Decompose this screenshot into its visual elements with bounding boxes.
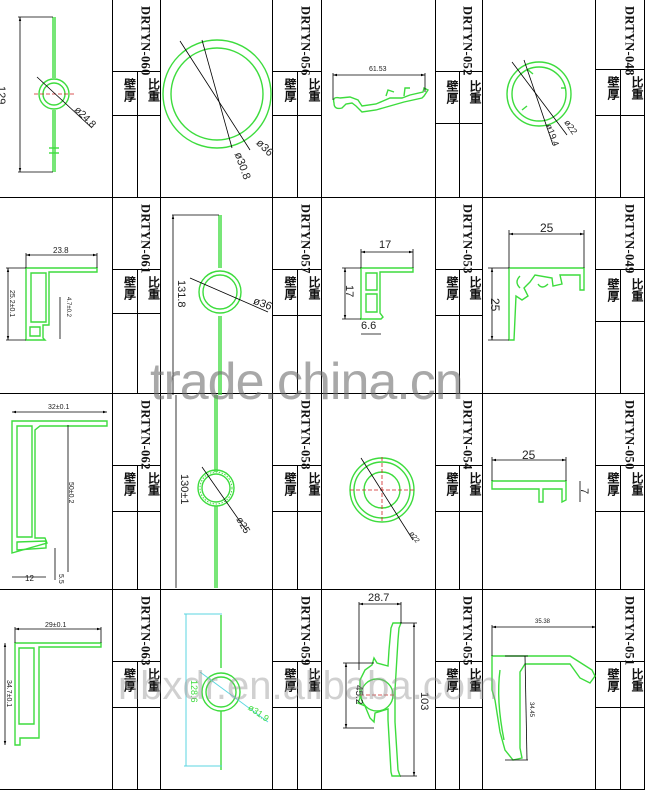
wall-label: 壁厚	[606, 76, 620, 100]
spec-cell-059: DRTYN-059 壁厚 比重	[273, 590, 322, 790]
drawing-cell-049	[483, 198, 596, 394]
spec-cell-057: DRTYN-057 壁厚 比重	[273, 198, 322, 394]
wall-label: 壁厚	[283, 78, 297, 102]
label-box: 壁厚 比重	[113, 72, 160, 116]
wall-label: 壁厚	[122, 78, 137, 102]
spec-cell-054: DRTYN-054 壁厚 比重	[436, 394, 483, 590]
spec-cell-058: DRTYN-058 壁厚 比重	[273, 394, 322, 590]
weight-label: 比重	[307, 276, 321, 300]
profile-048-drawing	[506, 61, 572, 127]
profile-060-drawing	[38, 17, 70, 172]
profile-061-drawing	[25, 267, 98, 341]
wall-label: 壁厚	[606, 668, 620, 692]
spec-cell-062: DRTYN-062 壁厚 比重	[113, 394, 161, 590]
spec-cell-048: DRTYN-048 壁厚 比重	[596, 0, 645, 198]
wall-label: 壁厚	[445, 668, 459, 692]
wall-label: 壁厚	[122, 472, 137, 496]
spec-cell-061: DRTYN-061 壁厚 比重	[113, 198, 161, 394]
weight-label: 比重	[630, 76, 644, 100]
wall-label: 壁厚	[122, 276, 137, 300]
weight-label: 比重	[307, 472, 321, 496]
profile-062-drawing	[11, 420, 108, 554]
drawing-cell-057	[161, 198, 273, 394]
drawing-cell-054	[322, 394, 436, 590]
profile-052-drawing	[332, 86, 430, 113]
profile-057-drawing	[198, 215, 242, 395]
drawing-cell-051	[483, 590, 596, 790]
dimension-lines	[3, 16, 596, 777]
wall-label: 壁厚	[606, 278, 620, 302]
weight-label: 比重	[468, 80, 482, 104]
weight-label: 比重	[307, 668, 321, 692]
profile-049-drawing	[508, 267, 585, 341]
wall-label: 壁厚	[445, 80, 459, 104]
weight-label: 比重	[630, 278, 644, 302]
weight-label: 比重	[468, 276, 482, 300]
weight-label: 比重	[146, 668, 161, 692]
profile-050-drawing	[491, 480, 567, 504]
weight-label: 比重	[630, 668, 644, 692]
weight-label: 比重	[146, 276, 161, 300]
part-code-box: DRTYN-060	[113, 0, 160, 76]
profile-056-drawing	[162, 39, 272, 149]
profile-059-drawing	[201, 615, 241, 770]
weight-label: 比重	[468, 472, 482, 496]
profile-063-drawing	[14, 642, 102, 746]
centerlines	[34, 93, 416, 696]
wall-label: 壁厚	[283, 472, 297, 496]
wall-label: 壁厚	[283, 276, 297, 300]
spec-cell-056: DRTYN-056 壁厚 比重	[273, 0, 322, 198]
profile-055-drawing	[357, 622, 403, 777]
spec-cell-053: DRTYN-053 壁厚 比重	[436, 198, 483, 394]
drawing-cell-061	[0, 198, 113, 394]
wall-label: 壁厚	[122, 668, 137, 692]
weight-label: 比重	[307, 78, 321, 102]
profile-051-drawing	[491, 655, 596, 761]
profile-053-drawing	[360, 267, 414, 320]
spec-cell-055: DRTYN-055 壁厚 比重	[436, 590, 483, 790]
profile-059-cyan-dimension	[184, 613, 269, 767]
profile-058-drawing	[197, 395, 235, 588]
wall-label: 壁厚	[283, 668, 297, 692]
weight-label: 比重	[146, 472, 161, 496]
weight-label: 比重	[468, 668, 482, 692]
wall-label: 壁厚	[445, 472, 459, 496]
spec-cell-060: DRTYN-060 壁厚 比重	[113, 0, 161, 198]
drawing-cell-059	[161, 590, 273, 790]
spec-cell-052: DRTYN-052 壁厚 比重	[436, 0, 483, 198]
wall-label: 壁厚	[606, 472, 620, 496]
drawing-cell-053	[322, 198, 436, 394]
spec-cell-050: DRTYN-050 壁厚 比重	[596, 394, 645, 590]
weight-label: 比重	[146, 78, 161, 102]
weight-label: 比重	[630, 472, 644, 496]
wall-label: 壁厚	[445, 276, 459, 300]
